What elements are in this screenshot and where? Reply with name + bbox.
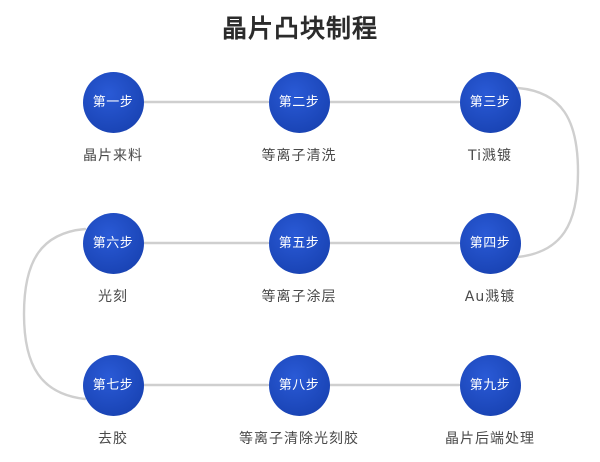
step-number-label-7: 第七步 — [92, 378, 134, 393]
step-name-label-4: Au溅镀 — [464, 289, 516, 305]
step-number-label-5: 第五步 — [278, 236, 320, 251]
step-circle-2[interactable]: 第二步 — [268, 72, 330, 133]
step-number-label-1: 第一步 — [92, 95, 134, 110]
flow-node-step-6[interactable]: 第六步 光刻 — [53, 213, 173, 306]
step-name-label-9: 晶片后端处理 — [445, 431, 535, 447]
step-circle-4[interactable]: 第四步 — [459, 213, 521, 274]
step-name-label-7: 去胶 — [98, 431, 128, 447]
step-number-label-4: 第四步 — [469, 236, 511, 251]
flow-node-step-8[interactable]: 第八步 等离子清除光刻胶 — [239, 355, 359, 448]
flow-node-step-9[interactable]: 第九步 晶片后端处理 — [430, 355, 550, 448]
flow-node-step-7[interactable]: 第七步 去胶 — [53, 355, 173, 448]
step-number-label-9: 第九步 — [469, 378, 511, 393]
step-circle-9[interactable]: 第九步 — [459, 355, 521, 416]
step-name-label-6: 光刻 — [98, 289, 128, 305]
flow-node-step-5[interactable]: 第五步 等离子涂层 — [239, 213, 359, 306]
page-title: 晶片凸块制程 — [221, 14, 378, 43]
step-name-label-1: 晶片来料 — [83, 148, 143, 164]
step-name-label-2: 等离子清洗 — [261, 148, 337, 164]
flow-node-step-4[interactable]: 第四步 Au溅镀 — [430, 213, 550, 306]
step-number-label-2: 第二步 — [278, 95, 320, 110]
step-name-label-5: 等离子涂层 — [261, 289, 337, 305]
step-circle-3[interactable]: 第三步 — [459, 72, 521, 133]
step-name-label-3: Ti溅镀 — [467, 148, 512, 164]
step-circle-6[interactable]: 第六步 — [82, 213, 144, 274]
step-circle-5[interactable]: 第五步 — [268, 213, 330, 274]
flow-node-step-1[interactable]: 第一步 晶片来料 — [53, 72, 173, 165]
step-circle-1[interactable]: 第一步 — [82, 72, 144, 133]
step-number-label-3: 第三步 — [469, 95, 511, 110]
step-name-label-8: 等离子清除光刻胶 — [239, 431, 359, 447]
step-circle-8[interactable]: 第八步 — [268, 355, 330, 416]
flow-node-step-3[interactable]: 第三步 Ti溅镀 — [430, 72, 550, 165]
flow-node-step-2[interactable]: 第二步 等离子清洗 — [239, 72, 359, 165]
step-number-label-6: 第六步 — [92, 236, 134, 251]
step-number-label-8: 第八步 — [278, 378, 320, 393]
step-circle-7[interactable]: 第七步 — [82, 355, 144, 416]
